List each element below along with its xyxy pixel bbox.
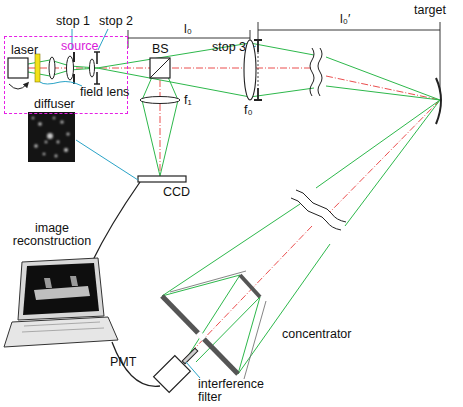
speckle-image — [32, 117, 70, 158]
mirror-hole — [198, 333, 204, 339]
laptop-display — [23, 263, 99, 315]
light-ray — [142, 77, 178, 176]
beam-splitter — [150, 58, 170, 78]
laptop-keys — [22, 322, 104, 332]
light-ray — [250, 43, 440, 100]
part-label: diffuser — [34, 98, 75, 111]
part-label: BS — [152, 43, 169, 56]
rotation-arrow — [9, 84, 27, 89]
part-label: CCD — [163, 186, 190, 199]
aperture-stop — [254, 40, 262, 100]
speckle — [38, 122, 42, 126]
speckle — [47, 133, 53, 139]
leader-line — [186, 362, 200, 378]
part-label: target — [414, 4, 446, 17]
speckle — [43, 153, 46, 156]
speckle — [57, 141, 60, 144]
part-label: stop 3 — [212, 41, 246, 54]
optical-axis — [160, 68, 161, 176]
optical-axis — [330, 100, 440, 212]
part-label: field lens — [80, 86, 129, 99]
part-label: l₀ — [184, 23, 192, 36]
part-label: laser — [11, 44, 38, 57]
aperture-stop — [258, 52, 259, 88]
part-label: PMT — [110, 356, 136, 369]
part-label: stop 2 — [99, 15, 133, 28]
concentrator-frame — [170, 271, 266, 379]
laptop-screen — [18, 258, 104, 320]
part-label: image reconstruction — [2, 222, 102, 248]
lens — [90, 59, 95, 77]
part-label: concentrator — [282, 328, 351, 341]
part-label: l₀′ — [340, 13, 350, 26]
secondary-mirror — [240, 275, 260, 297]
aperture-stop — [73, 52, 75, 84]
leader-line — [76, 140, 138, 180]
reconstructed-image — [34, 286, 90, 300]
leader-line — [98, 29, 108, 50]
lens — [49, 57, 55, 79]
speckle — [32, 117, 34, 119]
cable — [92, 182, 140, 262]
speckle-image — [28, 112, 75, 162]
speckle — [64, 148, 68, 152]
dimension-line — [258, 22, 440, 90]
light-ray — [162, 100, 440, 374]
part-label: interference filter — [198, 378, 278, 404]
speckle — [55, 155, 58, 158]
reconstructed-image — [44, 276, 78, 288]
laptop-base — [4, 317, 118, 347]
speckle — [45, 141, 48, 144]
part-label: f₀ — [244, 104, 253, 117]
break-mark — [318, 48, 322, 96]
break-mark — [310, 48, 314, 96]
beam-splitter — [150, 58, 170, 78]
group-title: source — [61, 40, 99, 53]
leader-line — [40, 82, 82, 87]
target-surface — [436, 78, 441, 124]
speckle — [53, 117, 55, 119]
part-label: f₁ — [184, 94, 192, 107]
speckle — [60, 120, 63, 123]
speckle — [67, 133, 70, 136]
part-label: stop 1 — [56, 15, 90, 28]
diffuser-plate — [35, 54, 40, 82]
speckle — [34, 144, 37, 147]
laser-body — [8, 58, 28, 78]
break-mark — [291, 198, 341, 230]
interference-filter — [182, 348, 198, 364]
field-lens — [67, 56, 74, 80]
lens — [140, 97, 180, 104]
pmt-tube — [154, 356, 191, 393]
ccd-sensor — [138, 176, 186, 182]
